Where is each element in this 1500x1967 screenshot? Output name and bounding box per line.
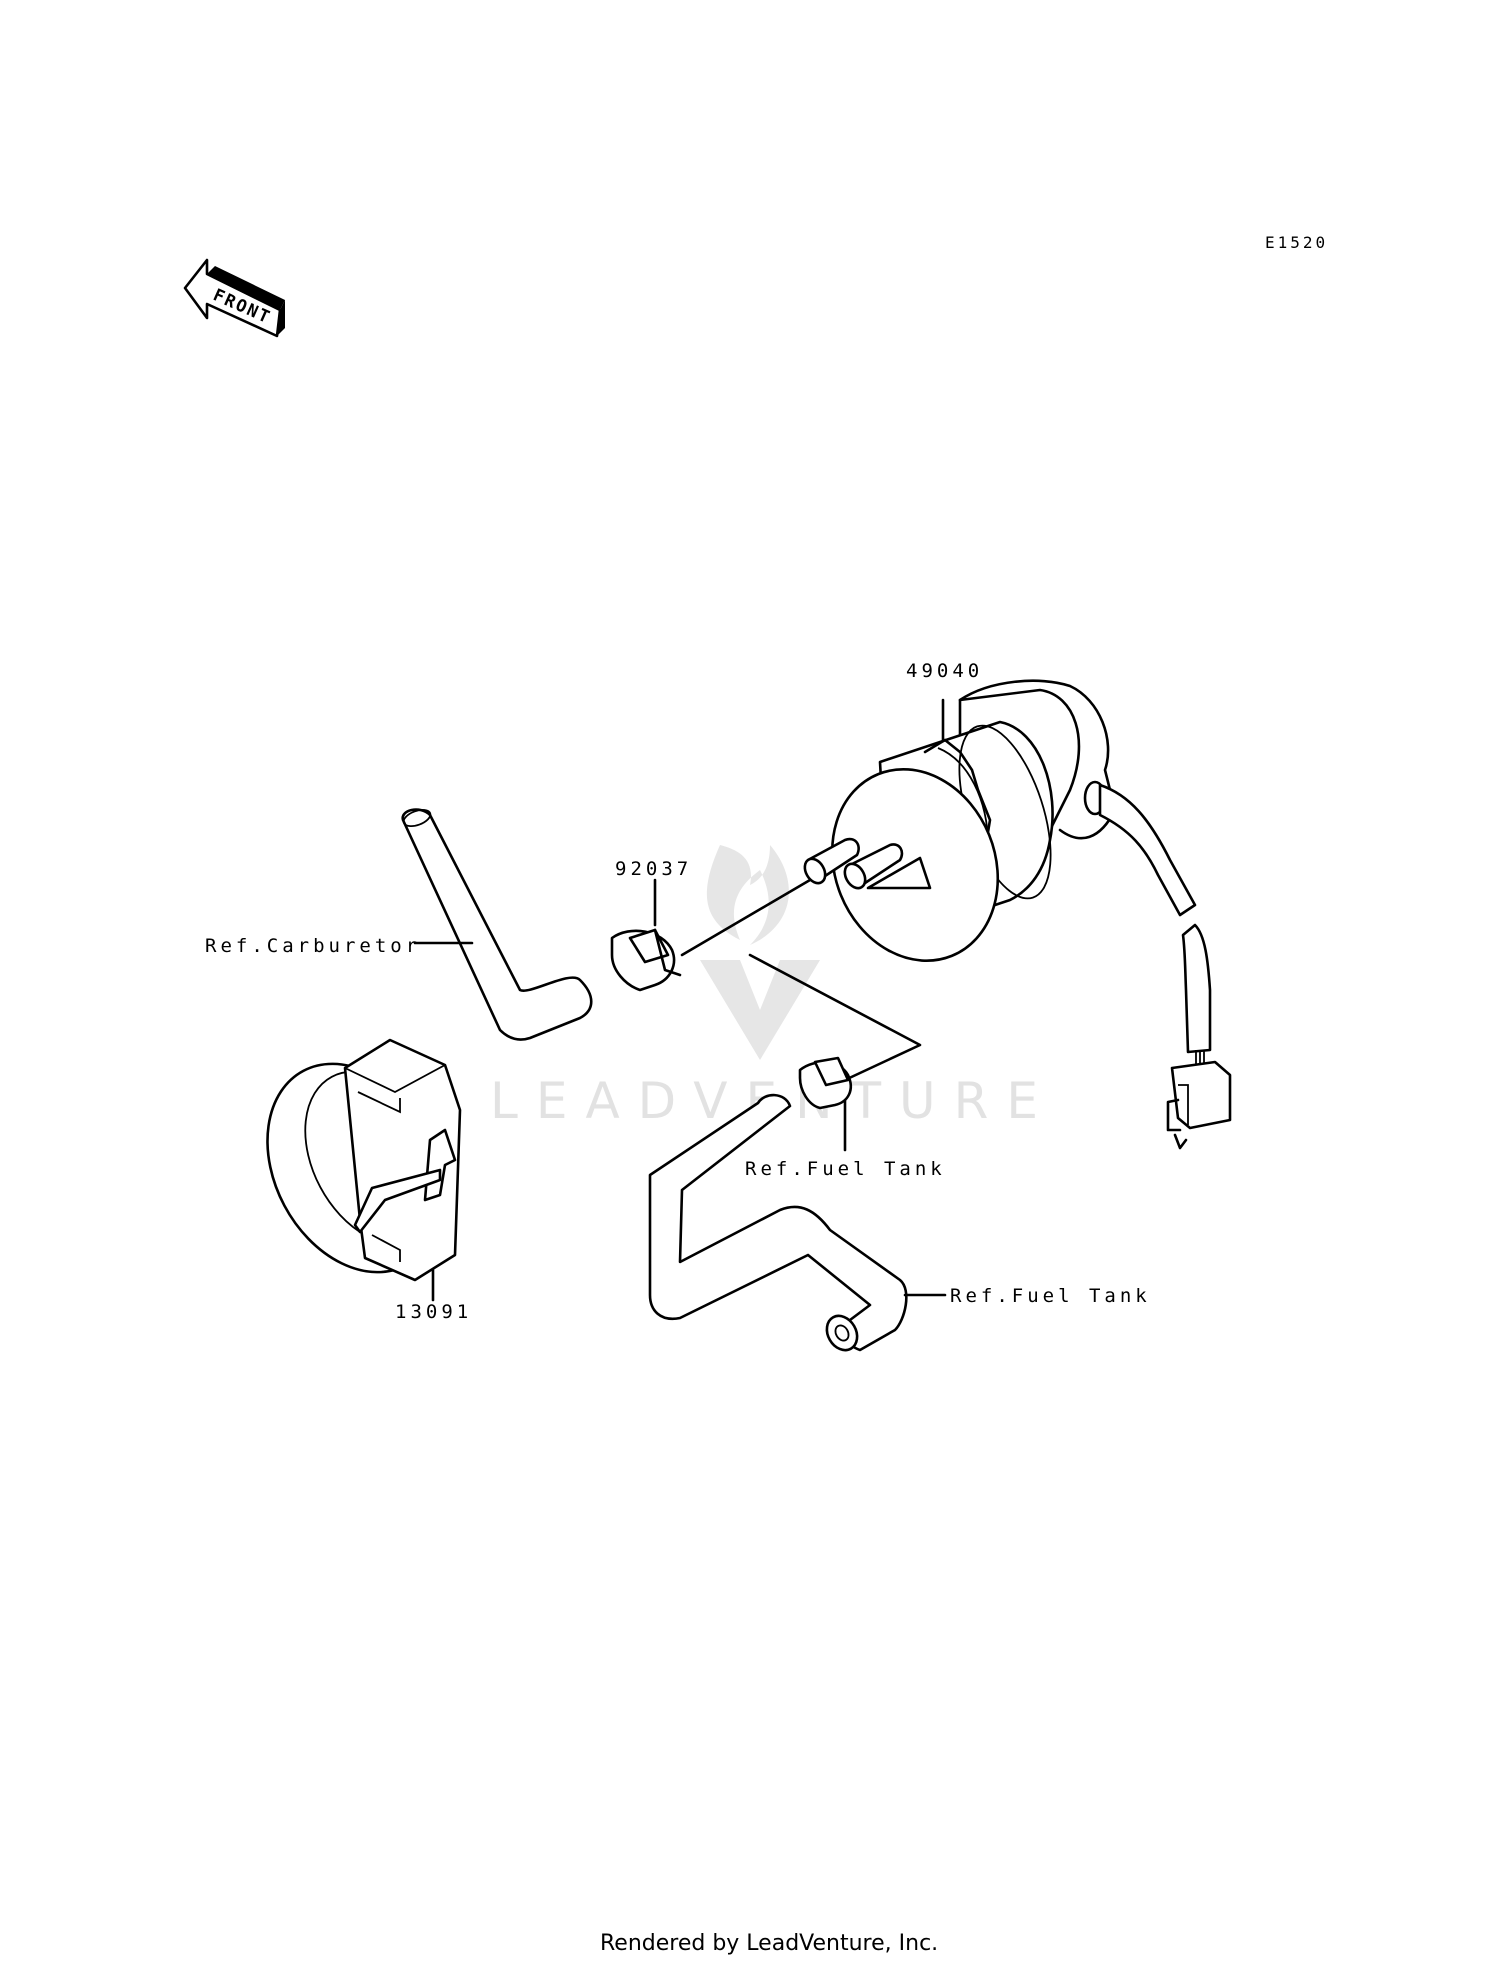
front-arrow: FRONT [183,258,285,338]
fuel-tank-hose [648,1093,947,1352]
callout-ref-fuel-tank-2: Ref.Fuel Tank [950,1285,1151,1307]
callout-92037: 92037 [615,858,692,880]
footer-credit: Rendered by LeadVenture, Inc. [600,1931,938,1956]
callout-13091: 13091 [395,1301,472,1323]
callout-ref-carburetor: Ref.Carburetor [205,935,421,957]
fuel-pump [803,679,1232,1150]
watermark-logo [700,845,820,1060]
pump-bracket [266,1038,462,1302]
hose-clamp-lower [798,1056,853,1152]
callout-ref-fuel-tank-1: Ref.Fuel Tank [745,1158,946,1180]
diagram-code: E1520 [1265,233,1328,252]
callout-49040: 49040 [906,660,983,682]
assembly-leader-lines [680,878,922,1082]
carburetor-hose [401,808,593,1041]
hose-clamp-upper [610,878,682,992]
